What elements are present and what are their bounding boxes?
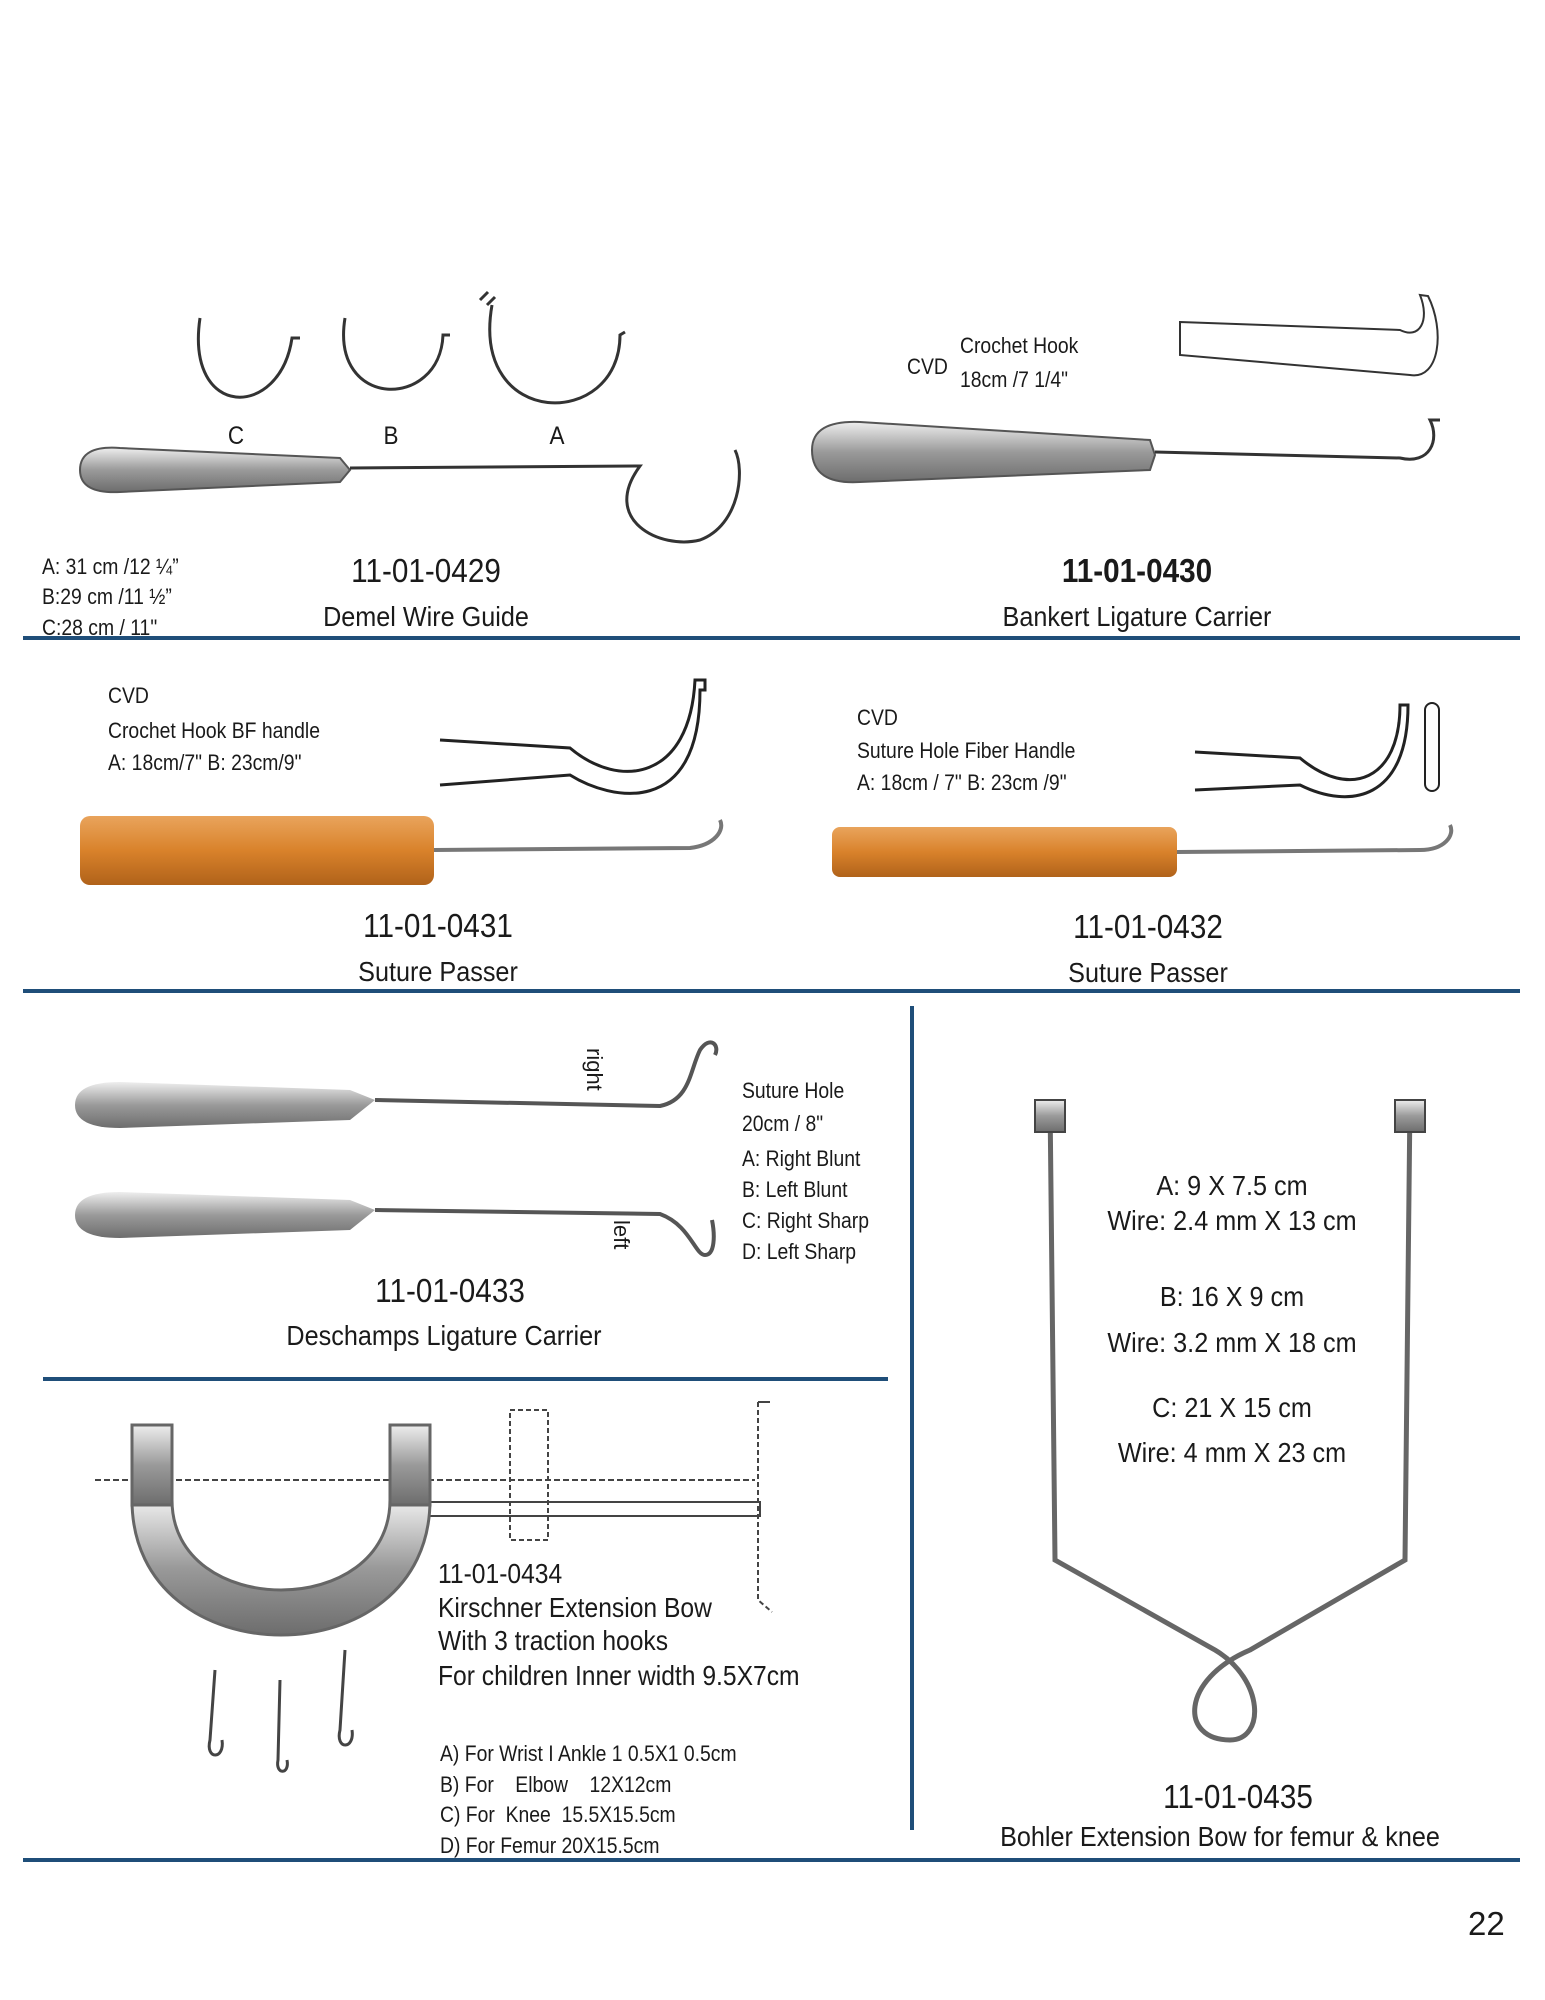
variant-label-c: C <box>227 422 245 450</box>
type-label: Crochet Hook BF handle <box>108 718 320 743</box>
left-label: left <box>609 1220 634 1250</box>
type-label: Crochet Hook <box>960 333 1079 358</box>
variant-label-b: B <box>383 422 399 450</box>
section-divider <box>23 1858 1520 1862</box>
product-detail: For children Inner width 9.5X7cm <box>438 1660 800 1691</box>
dim-a: A: 31 cm /12 ¼” <box>42 554 179 579</box>
option-a: A: Right Blunt <box>742 1146 861 1171</box>
size-label: A: 18cm/7" B: 23cm/9" <box>108 750 302 775</box>
deschamps-ligature-carrier-image <box>75 1040 719 1258</box>
product-name: Bohler Extension Bow for femur & knee <box>1000 1821 1440 1852</box>
cvd-label: CVD <box>857 705 898 730</box>
section-divider <box>23 636 1520 640</box>
size-a: A) For Wrist I Ankle 1 0.5X1 0.5cm <box>440 1741 737 1766</box>
product-detail: With 3 traction hooks <box>438 1625 669 1656</box>
dim-c: C:28 cm / 11" <box>42 615 158 640</box>
spec-a: A: 9 X 7.5 cm <box>1156 1170 1308 1201</box>
product-name: Kirschner Extension Bow <box>438 1592 712 1623</box>
suture-passer-0431-image <box>80 678 724 885</box>
size-b: B) For Elbow 12X12cm <box>440 1772 672 1797</box>
kirschner-extension-bow-image <box>95 1401 773 1773</box>
product-name: Suture Passer <box>1068 957 1228 988</box>
size-d: D) For Femur 20X15.5cm <box>440 1833 660 1858</box>
demel-wire-guide-image <box>78 290 741 544</box>
size-label: A: 18cm / 7" B: 23cm /9" <box>857 770 1067 795</box>
type-label: Suture Hole <box>742 1078 845 1103</box>
product-code: 11-01-0435 <box>1163 1778 1313 1815</box>
section-divider <box>43 1377 888 1381</box>
dim-b: B:29 cm /11 ½” <box>42 584 172 609</box>
bohler-extension-bow-image <box>1034 1099 1426 1743</box>
option-c: C: Right Sharp <box>742 1208 869 1233</box>
bankert-ligature-carrier-image <box>810 293 1440 484</box>
product-code: 11-01-0429 <box>351 552 501 589</box>
product-code: 11-01-0433 <box>375 1272 525 1309</box>
spec-b-wire: Wire: 3.2 mm X 18 cm <box>1107 1327 1357 1358</box>
product-name: Demel Wire Guide <box>323 601 529 632</box>
spec-b: B: 16 X 9 cm <box>1159 1281 1305 1312</box>
size-label: 18cm /7 1/4" <box>960 367 1069 392</box>
spec-c-wire: Wire: 4 mm X 23 cm <box>1117 1437 1347 1468</box>
right-label: right <box>582 1048 607 1091</box>
page-number: 22 <box>1468 1905 1505 1942</box>
product-code: 11-01-0434 <box>438 1558 563 1589</box>
vertical-divider <box>910 1006 914 1830</box>
suture-passer-0432-image <box>832 702 1454 877</box>
size-c: C) For Knee 15.5X15.5cm <box>440 1802 676 1827</box>
option-d: D: Left Sharp <box>742 1239 857 1264</box>
product-name: Deschamps Ligature Carrier <box>286 1320 602 1351</box>
cvd-label: CVD <box>907 354 948 379</box>
size-label: 20cm / 8" <box>742 1111 824 1136</box>
section-divider <box>23 989 1520 993</box>
variant-label-a: A <box>549 422 565 450</box>
product-name: Suture Passer <box>358 956 518 987</box>
product-code: 11-01-0430 <box>1061 552 1213 589</box>
product-code: 11-01-0431 <box>363 907 513 944</box>
cvd-label: CVD <box>108 683 149 708</box>
type-label: Suture Hole Fiber Handle <box>857 738 1076 763</box>
product-code: 11-01-0432 <box>1073 908 1223 945</box>
spec-c: C: 21 X 15 cm <box>1152 1392 1312 1423</box>
option-b: B: Left Blunt <box>742 1177 848 1202</box>
spec-a-wire: Wire: 2.4 mm X 13 cm <box>1107 1205 1357 1236</box>
product-name: Bankert Ligature Carrier <box>1002 601 1272 632</box>
